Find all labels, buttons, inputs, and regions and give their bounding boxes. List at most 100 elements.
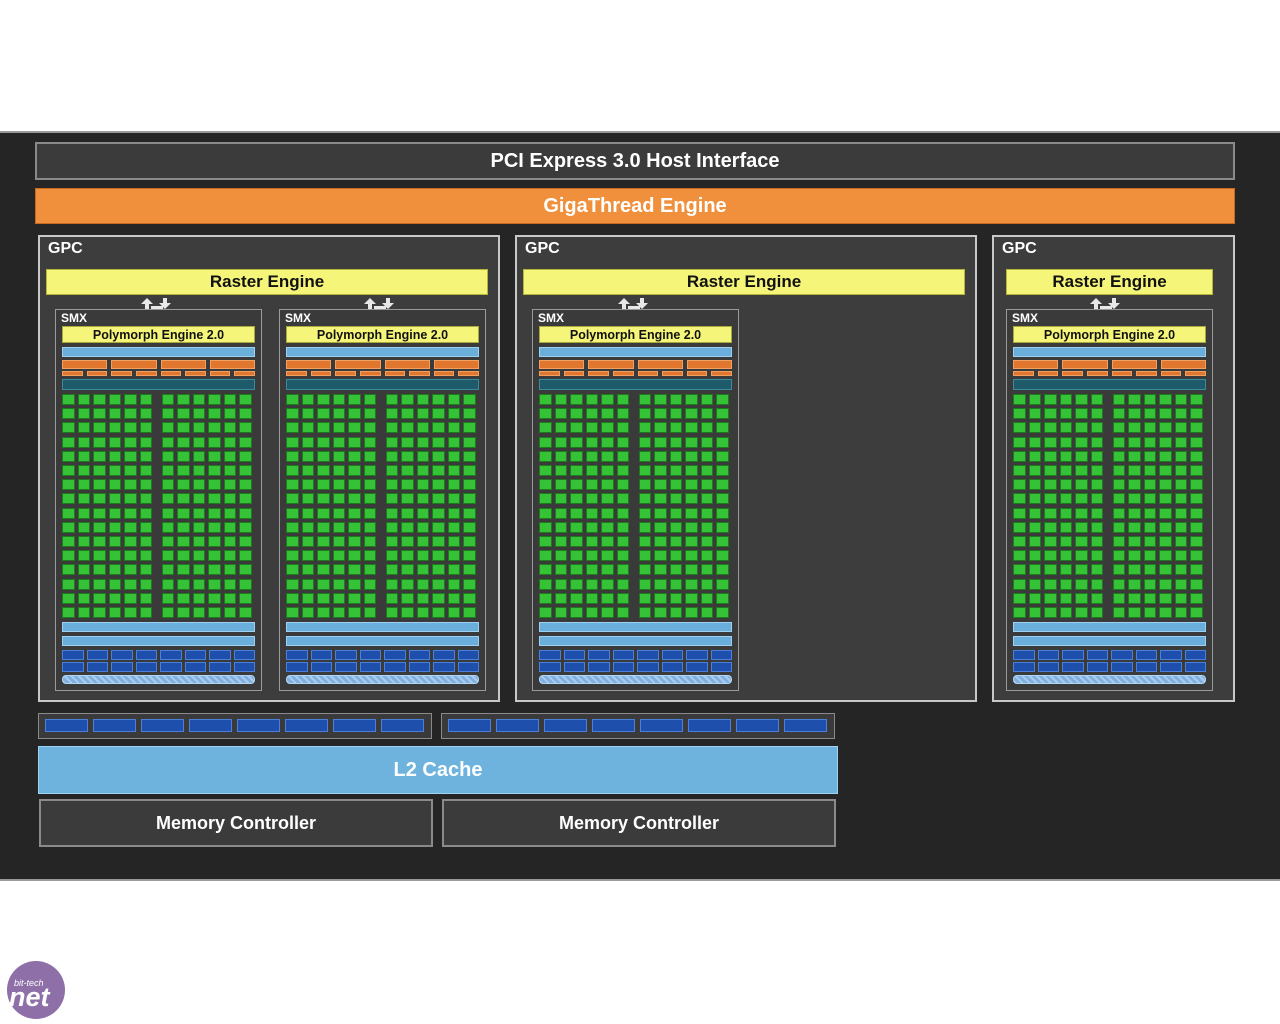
cuda-core <box>223 536 237 547</box>
cuda-core <box>463 578 476 590</box>
cuda-core <box>348 450 361 462</box>
cuda-core <box>570 408 583 420</box>
cuda-core <box>401 578 414 590</box>
cuda-core <box>638 394 652 405</box>
cuda-core <box>161 507 175 519</box>
cuda-core <box>124 422 137 434</box>
memory-interface-unit <box>544 719 587 732</box>
cuda-core <box>1174 493 1188 505</box>
cuda-core <box>463 493 476 505</box>
cuda-core <box>638 422 652 434</box>
cuda-core <box>669 408 683 420</box>
cuda-core <box>447 479 461 491</box>
cuda-core <box>447 394 461 405</box>
cuda-core <box>363 394 377 405</box>
warp-scheduler <box>209 360 255 369</box>
cuda-core <box>401 436 414 448</box>
cuda-core <box>447 493 461 505</box>
texture-unit <box>359 662 381 672</box>
cuda-core <box>554 550 568 562</box>
cuda-core <box>654 607 667 618</box>
cuda-core <box>1090 592 1104 604</box>
cuda-core <box>570 394 583 405</box>
bidirectional-arrow-icon <box>1090 298 1120 309</box>
cuda-core <box>348 493 361 505</box>
memory-controller-label: Memory Controller <box>155 812 317 833</box>
cuda-core <box>124 394 137 405</box>
logo-circle <box>7 961 65 1019</box>
instruction-cache <box>539 347 732 357</box>
cuda-core <box>1059 521 1073 533</box>
memory-interface-unit <box>285 719 328 732</box>
texture-unit <box>111 650 133 660</box>
dispatch-unit <box>612 371 634 376</box>
cuda-core <box>77 394 91 405</box>
cuda-core <box>301 564 315 576</box>
cuda-core <box>1075 422 1088 434</box>
dispatch-unit <box>111 371 132 376</box>
cuda-core <box>124 465 137 476</box>
cuda-core <box>669 607 683 618</box>
interconnect-network <box>1013 622 1206 632</box>
cuda-core <box>1044 578 1057 590</box>
cuda-core <box>1044 493 1057 505</box>
cuda-core <box>1090 479 1104 491</box>
cuda-core <box>208 521 221 533</box>
warp-scheduler <box>160 360 206 369</box>
warp-scheduler <box>384 360 430 369</box>
cuda-core <box>1028 422 1042 434</box>
bidirectional-arrow-icon <box>141 298 171 309</box>
cuda-core <box>685 465 698 476</box>
cuda-core <box>192 436 206 448</box>
texture-cache <box>539 675 732 684</box>
texture-unit <box>1111 662 1133 672</box>
texture-unit <box>563 650 585 660</box>
cuda-core <box>447 422 461 434</box>
cuda-core <box>1128 536 1141 547</box>
cuda-core <box>1028 507 1042 519</box>
cuda-core <box>601 465 614 476</box>
cuda-core <box>239 493 252 505</box>
memory-interface-unit <box>333 719 376 732</box>
cuda-core <box>239 408 252 420</box>
cuda-core <box>401 521 414 533</box>
cuda-core <box>385 479 399 491</box>
cuda-core <box>239 507 252 519</box>
texture-unit <box>111 662 133 672</box>
cuda-core <box>638 607 652 618</box>
cuda-core <box>363 564 377 576</box>
cuda-core <box>1159 422 1172 434</box>
cuda-core <box>208 507 221 519</box>
cuda-core <box>585 564 599 576</box>
warp-scheduler <box>1160 360 1206 369</box>
cuda-core <box>416 578 430 590</box>
texture-unit <box>433 662 455 672</box>
cuda-core <box>700 436 714 448</box>
cuda-core <box>1059 450 1073 462</box>
cuda-core <box>416 564 430 576</box>
cuda-core <box>1128 450 1141 462</box>
cuda-core <box>161 536 175 547</box>
cuda-core <box>463 465 476 476</box>
cuda-core <box>1174 550 1188 562</box>
cuda-core <box>77 479 91 491</box>
cuda-core <box>1174 408 1188 420</box>
cuda-core <box>447 521 461 533</box>
cuda-core <box>1190 550 1203 562</box>
cuda-core <box>700 550 714 562</box>
raster-engine: Raster Engine <box>1006 269 1213 295</box>
cuda-core <box>539 493 552 505</box>
cuda-core <box>62 592 75 604</box>
cuda-core <box>432 521 445 533</box>
cuda-core <box>108 550 122 562</box>
cuda-core <box>638 507 652 519</box>
texture-unit <box>1160 662 1182 672</box>
cuda-core <box>161 394 175 405</box>
cuda-core <box>685 564 698 576</box>
cuda-core <box>223 607 237 618</box>
cuda-core <box>1090 450 1104 462</box>
cuda-core <box>1159 493 1172 505</box>
cuda-core <box>348 465 361 476</box>
cuda-core <box>601 436 614 448</box>
